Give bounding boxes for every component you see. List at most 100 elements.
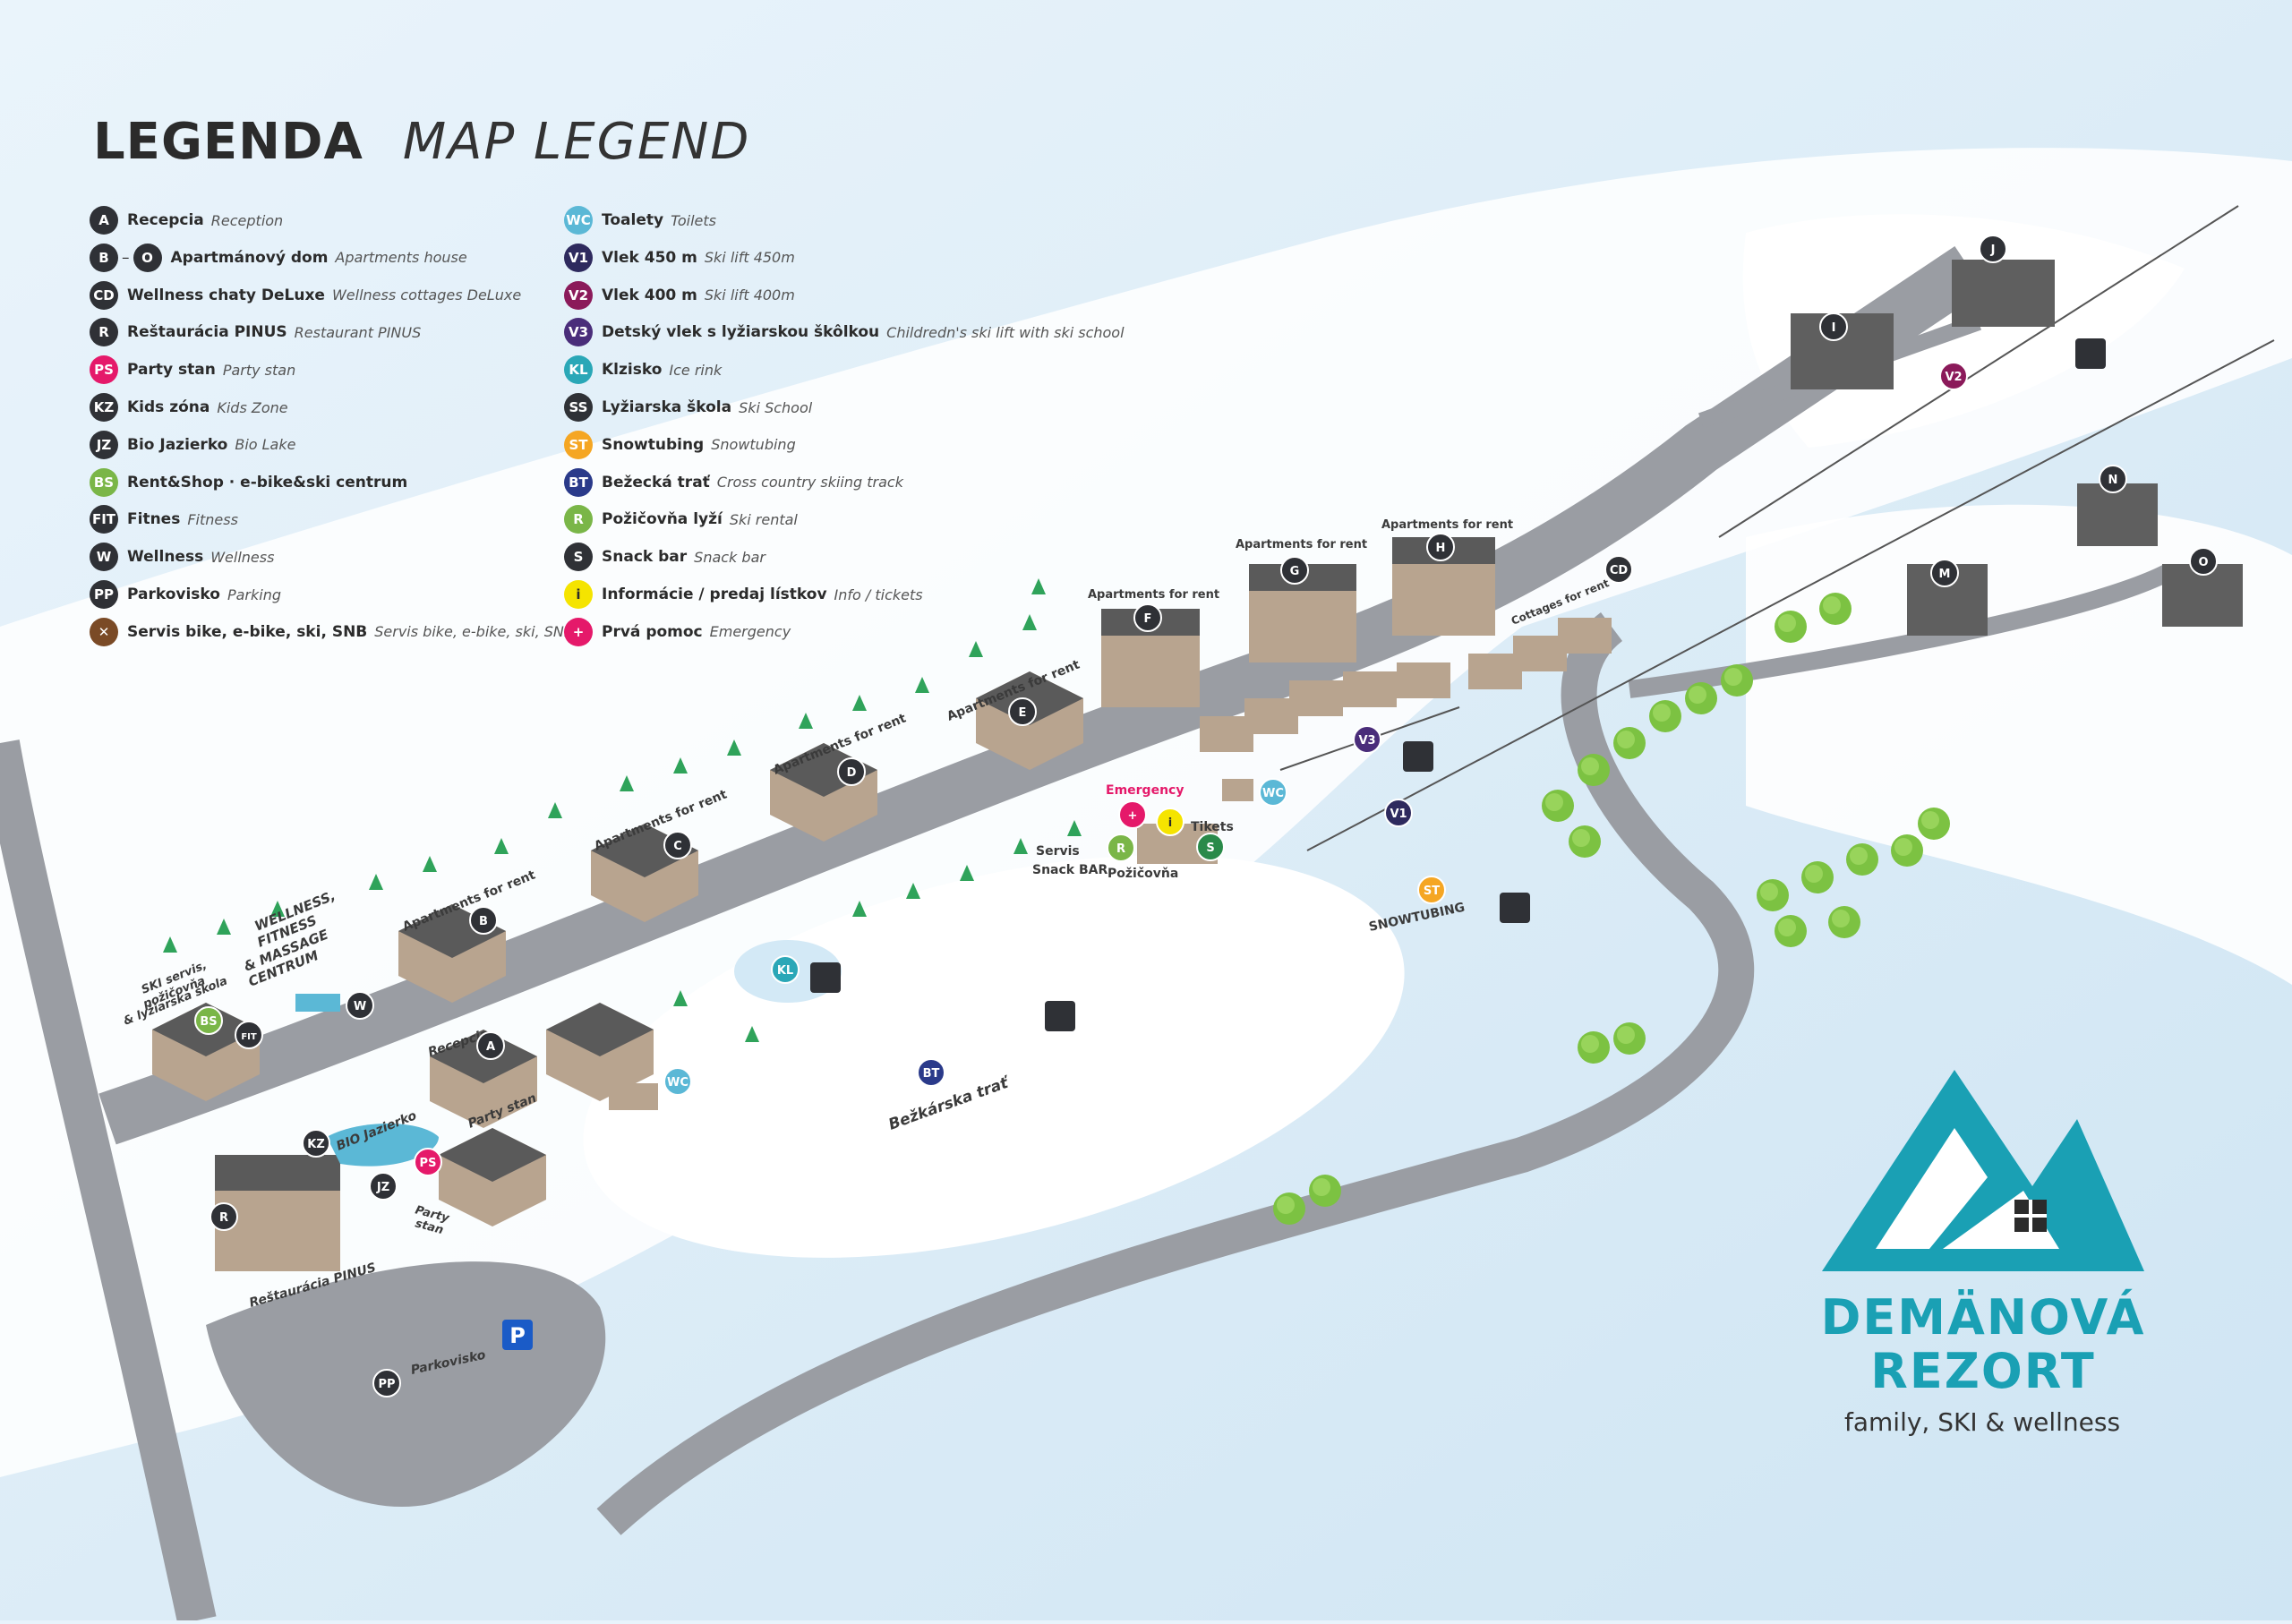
legend-english: Restaurant PINUS bbox=[294, 323, 422, 341]
legend-english: Wellness cottages DeLuxe bbox=[331, 286, 522, 304]
legend-badge: PP bbox=[90, 580, 118, 609]
map-marker-h: H bbox=[1426, 533, 1455, 561]
legend-english: Servis bike, e-bike, ski, SNB bbox=[374, 623, 574, 641]
legend-name: Klzisko bbox=[602, 361, 663, 380]
map-marker-label: J bbox=[1990, 244, 1996, 257]
legend-item: KL Klzisko Ice rink bbox=[564, 354, 722, 386]
map-marker-r2: R bbox=[1107, 833, 1135, 862]
legend-english: Snowtubing bbox=[711, 436, 796, 454]
map-marker-label: KZ bbox=[307, 1138, 325, 1151]
legend-english: Ski lift 400m bbox=[704, 286, 795, 304]
legend-badge: JZ bbox=[90, 430, 118, 459]
legend-badge: KL bbox=[564, 355, 593, 385]
legend-english: Snack bar bbox=[694, 548, 765, 566]
map-marker-label: A bbox=[486, 1040, 495, 1054]
legend-name: Apartmánový dom bbox=[170, 248, 329, 267]
map-marker-label: KL bbox=[777, 964, 793, 978]
legend-badge: V3 bbox=[564, 318, 593, 347]
label-servis: Servis bbox=[1036, 844, 1080, 859]
map-marker-j: J bbox=[1979, 235, 2007, 263]
legend-badge: PS bbox=[90, 355, 118, 385]
legend-badge: + bbox=[564, 617, 593, 646]
map-marker-label: W bbox=[354, 1000, 366, 1013]
map-marker-label: R bbox=[219, 1211, 228, 1225]
legend-title-sk: LEGENDA bbox=[93, 113, 363, 171]
map-marker-v1: V1 bbox=[1384, 799, 1413, 827]
logo-tagline: family, SKI & wellness bbox=[1844, 1407, 2121, 1437]
legend-badge: B bbox=[90, 243, 118, 272]
ski-lift-v1-line bbox=[1306, 339, 2275, 851]
map-marker-label: C bbox=[673, 840, 682, 853]
map-marker-d: D bbox=[837, 757, 866, 786]
map-marker-label: ST bbox=[1424, 885, 1440, 898]
map-marker-kz: KZ bbox=[302, 1129, 330, 1158]
legend-english: Ski lift 450m bbox=[704, 249, 795, 267]
logo-mountain-icon bbox=[1822, 1070, 2144, 1271]
legend-badge: O bbox=[133, 243, 162, 272]
label-apartments-h: Apartments for rent bbox=[1381, 518, 1513, 532]
legend-title-en: MAP LEGEND bbox=[402, 113, 751, 171]
map-marker-kl: KL bbox=[771, 955, 800, 984]
map-marker-label: R bbox=[1116, 842, 1125, 856]
label-pozicovna: Požičovňa bbox=[1108, 867, 1178, 881]
legend-name: Reštaurácia PINUS bbox=[127, 323, 287, 342]
legend-badge: FIT bbox=[90, 505, 118, 534]
logo-line-2: REZORT bbox=[1870, 1343, 2096, 1399]
legend-name: Vlek 400 m bbox=[602, 286, 697, 304]
map-marker-label: FIT bbox=[241, 1032, 257, 1042]
label-tikets: Tikets bbox=[1191, 820, 1234, 834]
legend-badge: R bbox=[564, 505, 593, 534]
legend-badge: V2 bbox=[564, 280, 593, 310]
legend-name: Fitnes bbox=[127, 510, 181, 529]
map-marker-label: PP bbox=[378, 1378, 395, 1391]
map-marker-label: WC bbox=[1262, 787, 1284, 800]
legend-badge: W bbox=[90, 543, 118, 572]
map-marker-label: O bbox=[2198, 556, 2208, 569]
map-marker-bt: BT bbox=[917, 1058, 945, 1087]
map-marker-a: A bbox=[476, 1031, 505, 1060]
map-marker-r: R bbox=[210, 1202, 238, 1231]
map-marker-label: WC bbox=[667, 1076, 688, 1090]
map-marker-o: O bbox=[2189, 547, 2218, 576]
map-marker-label: M bbox=[1939, 568, 1951, 581]
legend-badge: BS bbox=[90, 467, 118, 497]
legend-badge: CD bbox=[90, 280, 118, 310]
legend-english: Parking bbox=[227, 585, 281, 603]
map-marker-info: i bbox=[1156, 808, 1184, 836]
map-marker-g: G bbox=[1280, 556, 1309, 585]
legend-badge: KZ bbox=[90, 393, 118, 422]
legend-badge: R bbox=[90, 318, 118, 347]
buildings bbox=[152, 260, 2243, 1271]
legend-english: Party stan bbox=[222, 361, 296, 379]
map-marker-label: E bbox=[1019, 706, 1027, 720]
map-marker-label: V3 bbox=[1358, 734, 1375, 748]
legend-badge: WC bbox=[564, 206, 593, 235]
legend-english: Apartments house bbox=[335, 249, 467, 267]
snowtubing-icon bbox=[1500, 893, 1530, 923]
map-marker-plus: + bbox=[1118, 800, 1147, 829]
legend-badge: A bbox=[90, 206, 118, 235]
legend-english: Ice rink bbox=[669, 361, 723, 379]
legend-english: Fitness bbox=[187, 510, 238, 528]
legend-badge: V1 bbox=[564, 243, 593, 272]
road-left bbox=[0, 739, 217, 1624]
legend-name: Rent&Shop · e-bike&ski centrum bbox=[127, 473, 408, 491]
legend-name: Lyžiarska škola bbox=[602, 398, 732, 416]
legend-item: V2 Vlek 400 m Ski lift 400m bbox=[564, 279, 795, 312]
map-marker-b: B bbox=[469, 906, 498, 935]
map-marker-label: BT bbox=[923, 1067, 940, 1081]
map-marker-label: B bbox=[479, 915, 488, 928]
legend-badge: BT bbox=[564, 467, 593, 497]
map-marker-w: W bbox=[346, 991, 374, 1020]
label-apartments-f: Apartments for rent bbox=[1088, 588, 1219, 602]
